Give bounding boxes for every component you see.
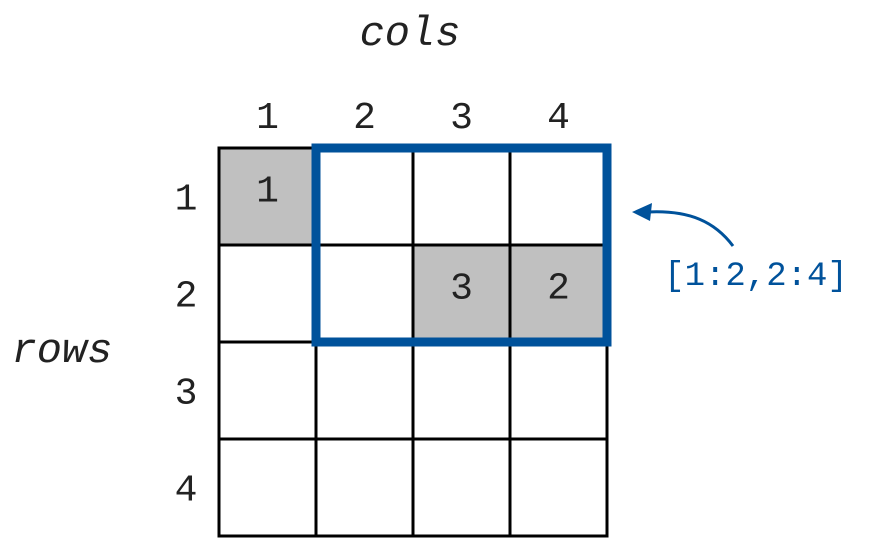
- matrix-grid: 1 3 2: [217, 146, 609, 538]
- matrix-cell-r2-c3: [411, 243, 512, 344]
- cell-value-r2-c4: 2: [547, 268, 570, 311]
- col-header-2: 2: [353, 97, 376, 140]
- matrix-cell-r1-c2: [314, 146, 415, 247]
- matrix-cell-r3-c3: [411, 340, 512, 441]
- matrix-cell-r3-c2: [314, 340, 415, 441]
- cols-axis-label: cols: [360, 10, 461, 58]
- col-header-4: 4: [547, 97, 570, 140]
- row-header-2: 2: [175, 276, 198, 319]
- matrix-cell-r4-c2: [314, 437, 415, 538]
- row-headers: 1 2 3 4: [175, 179, 198, 513]
- matrix-cell-r2-c2: [314, 243, 415, 344]
- matrix-cell-r1-c1: [217, 146, 318, 247]
- matrix-cell-r4-c1: [217, 437, 318, 538]
- col-header-1: 1: [256, 97, 279, 140]
- matrix-cell-r1-c4: [508, 146, 609, 247]
- row-header-4: 4: [175, 470, 198, 513]
- row-header-1: 1: [175, 179, 198, 222]
- selection-group: [311, 143, 735, 347]
- col-header-3: 3: [450, 97, 473, 140]
- arrow-head-icon: [632, 203, 652, 221]
- matrix-cell-r4-c4: [508, 437, 609, 538]
- cell-value-r1-c1: 1: [256, 171, 279, 214]
- cell-value-r2-c3: 3: [450, 268, 473, 311]
- annotation-arrow: [647, 210, 735, 247]
- matrix-cell-r3-c1: [217, 340, 318, 441]
- slice-annotation: [1:2,2:4]: [664, 258, 848, 296]
- selection-highlight: [311, 143, 612, 347]
- matrix-cell-r4-c3: [411, 437, 512, 538]
- rows-axis-label: rows: [12, 327, 113, 375]
- matrix-cell-r2-c1: [217, 243, 318, 344]
- column-headers: 1 2 3 4: [256, 97, 570, 140]
- row-header-3: 3: [175, 373, 198, 416]
- matrix-cell-r3-c4: [508, 340, 609, 441]
- matrix-cell-r1-c3: [411, 146, 512, 247]
